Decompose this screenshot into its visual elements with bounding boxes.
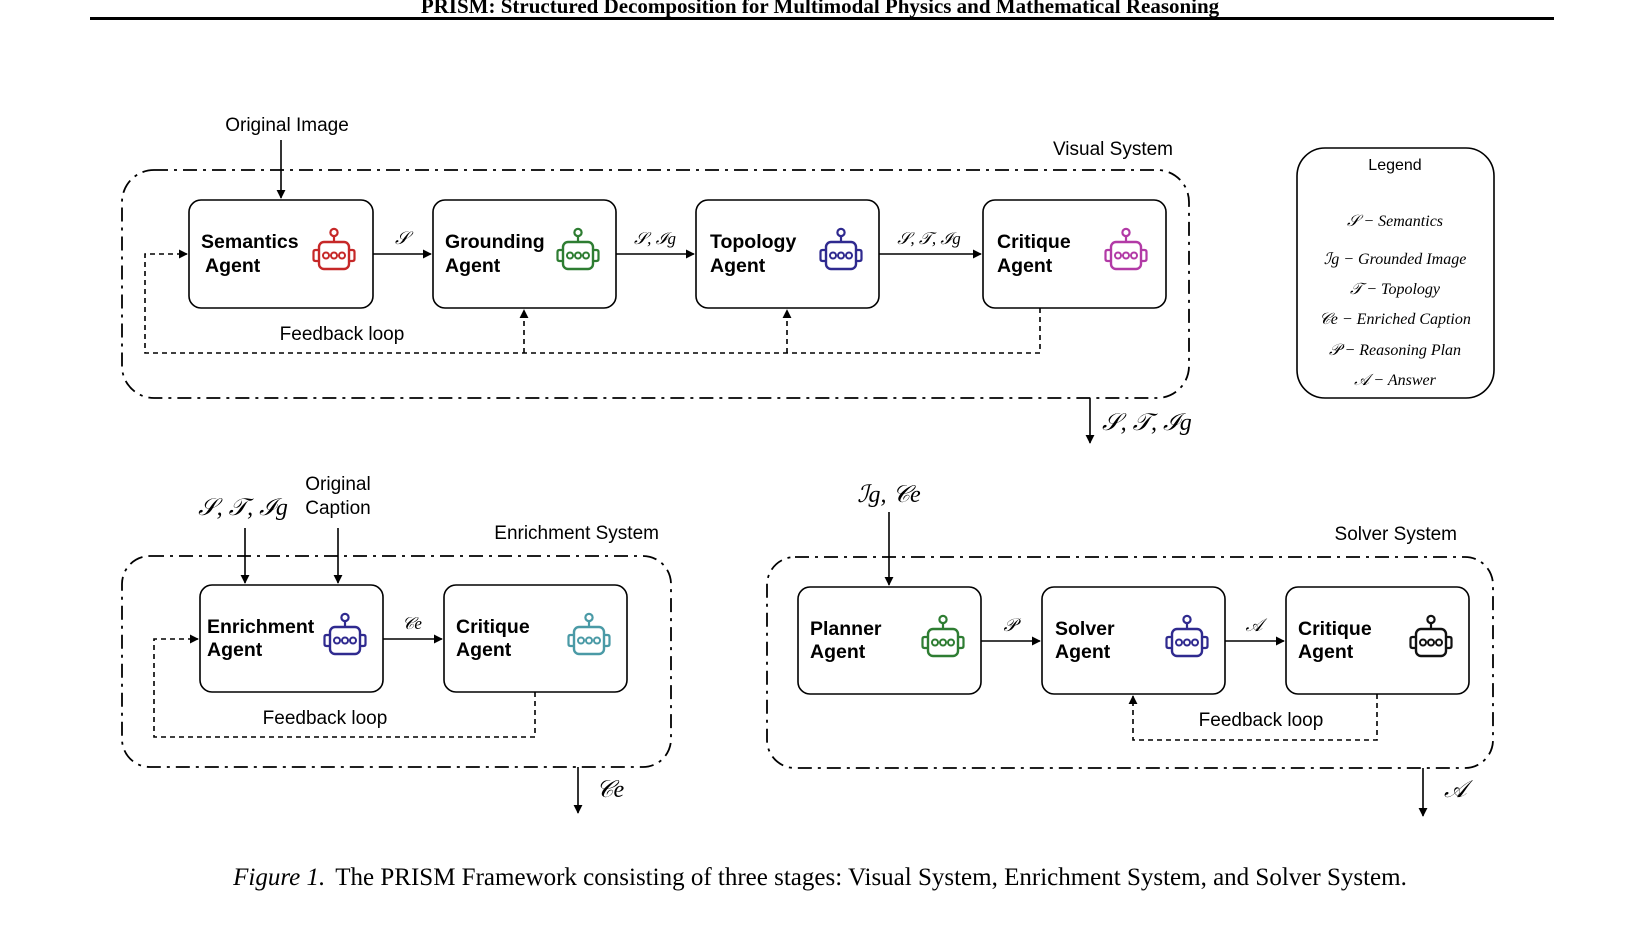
enrichment-agent-line1: Enrichment [207,616,315,638]
legend-item: 𝒫 − Reasoning Plan [1329,342,1461,359]
enrichment-system-title: Enrichment System [494,523,659,544]
edge-label-s-ig: 𝒮, ℐg [634,229,676,248]
topology-agent-line2: Agent [710,255,766,277]
edge-label-p: 𝒫 [1004,615,1022,635]
feedback-loop-arrow [1128,694,1378,741]
planner-agent-line1: Planner [810,618,882,640]
critique-agent-line2: Agent [456,639,512,661]
legend-item: 𝒞e − Enriched Caption [1319,311,1471,328]
critique-agent-line1: Critique [1298,618,1372,640]
legend-title: Legend [1368,157,1421,174]
visual-system-boundary [121,169,1190,399]
feedback-loop-arrow [153,634,536,738]
solver-output-label: 𝒜 [1444,777,1474,803]
grounding-agent-node: Grounding Agent [432,199,617,309]
feedback-loop-label: Feedback loop [1199,710,1324,731]
edge-label-a: 𝒜 [1245,615,1267,635]
enrichment-agent-node: Enrichment Agent [199,584,384,693]
legend-item: 𝒮 − Semantics [1347,213,1443,230]
semantics-agent-line1: Semantics [201,231,299,253]
planner-agent-node: Planner Agent [797,586,982,695]
enrichment-agent-line2: Agent [207,639,263,661]
solver-agent-node: Solver Agent [1041,586,1226,695]
feedback-loop-label: Feedback loop [263,708,388,729]
original-caption-line2: Caption [305,498,371,519]
solver-system-title: Solver System [1335,524,1457,545]
header-rule [90,17,1554,20]
topology-agent-line1: Topology [710,231,796,253]
critique-agent-node-enrichment: Critique Agent [443,584,628,693]
visual-output-label: 𝒮, 𝒯, ℐg [1102,410,1192,436]
legend-box [1296,147,1495,399]
figure-caption: Figure 1. The PRISM Framework consisting … [0,864,1640,892]
caption-text: The PRISM Framework consisting of three … [335,864,1407,891]
solver-agent-line1: Solver [1055,618,1115,640]
topology-agent-node: Topology Agent [695,199,880,309]
feedback-loop-arrow [144,249,1041,354]
semantics-agent-line2: Agent [205,255,261,277]
legend-item: 𝒯 − Topology [1350,281,1441,298]
solver-agent-line2: Agent [1055,641,1111,663]
critique-agent-line2: Agent [1298,641,1354,663]
legend-item: 𝒜 − Answer [1354,372,1436,389]
figure-label: Figure 1. [233,864,326,891]
enrichment-output-label: 𝒞e [596,777,624,803]
critique-agent-line1: Critique [456,616,530,638]
critique-agent-node-visual: Critique Agent [982,199,1167,309]
legend: Legend 𝒮 − Semantics ℐg − Grounded Image… [1296,147,1495,399]
legend-item: ℐg − Grounded Image [1324,251,1467,268]
visual-system-title: Visual System [1053,139,1173,160]
critique-agent-node-solver: Critique Agent [1285,586,1470,695]
grounding-agent-line1: Grounding [445,231,545,253]
running-head: PRISM: Structured Decomposition for Mult… [420,0,1220,18]
solver-system-boundary [766,556,1494,769]
edge-label-s-t-ig: 𝒮, 𝒯, ℐg [897,229,961,248]
solver-system: Solver System ℐg, 𝒞e Planner Agent Solve… [766,482,1494,817]
edge-label-ce: 𝒞e [402,614,422,633]
critique-agent-line2: Agent [997,255,1053,277]
critique-agent-line1: Critique [997,231,1071,253]
enrichment-system: Enrichment System 𝒮, 𝒯, ℐg Original Capt… [121,474,672,814]
edge-label-s: 𝒮 [395,228,414,248]
enrichment-system-boundary [121,555,672,768]
visual-system: Visual System Original Image Semantics A… [121,115,1192,444]
planner-agent-line2: Agent [810,641,866,663]
solver-input-label: ℐg, 𝒞e [857,482,921,508]
enrichment-input-math: 𝒮, 𝒯, ℐg [198,495,288,521]
grounding-agent-line2: Agent [445,255,501,277]
original-image-label: Original Image [225,115,349,136]
original-caption-line1: Original [305,474,370,495]
semantics-agent-node: Semantics Agent [188,199,374,309]
feedback-loop-label: Feedback loop [280,324,405,345]
